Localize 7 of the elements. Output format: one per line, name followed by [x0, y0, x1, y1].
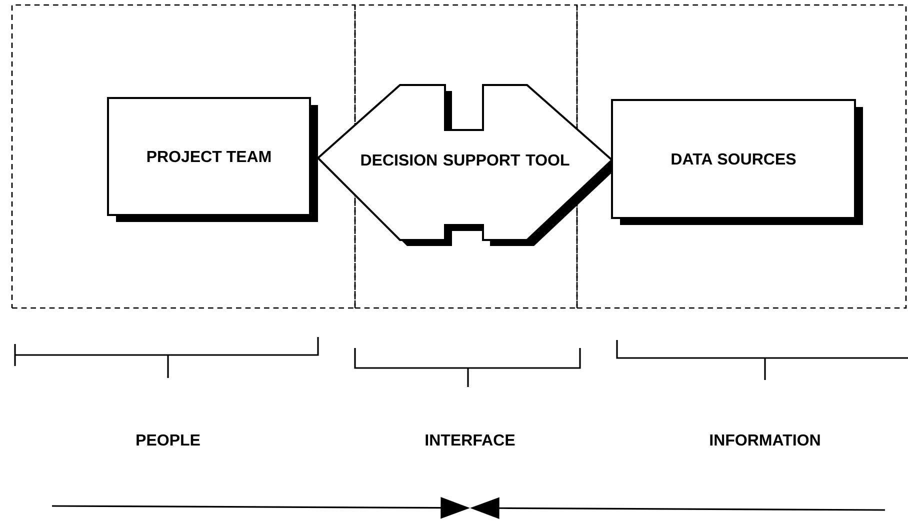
process-box: DATA SOURCES: [611, 99, 863, 225]
section-label: INFORMATION: [710, 434, 820, 446]
process-box: PROJECT TEAM: [107, 97, 318, 222]
dashed-region: [11, 4, 356, 309]
dashed-region: [576, 4, 907, 309]
section-label: PEOPLE: [136, 434, 200, 446]
section-label: INTERFACE: [426, 434, 515, 446]
